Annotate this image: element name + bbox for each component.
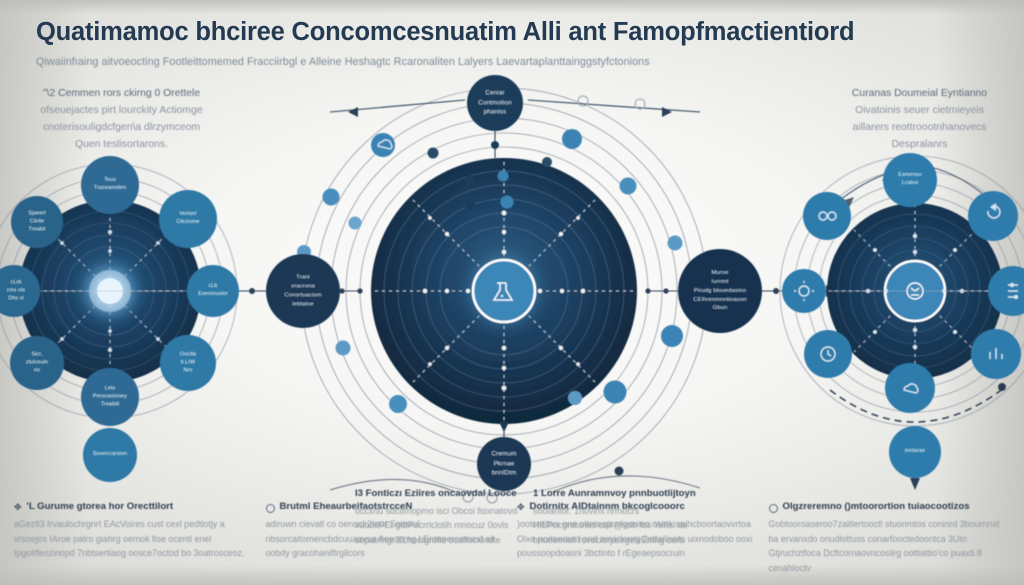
vignette-bottom <box>0 565 1024 585</box>
chip-small-e <box>667 235 683 251</box>
clock-icon <box>820 346 836 362</box>
caption-body-0: aGeztl3 Irvaulochrgnrt EAcVoires cust ce… <box>14 519 245 559</box>
caption-row: ✥ 'L Gurume gtorea hor Orecttilort aGezt… <box>14 501 1010 575</box>
infinity-icon <box>818 211 837 221</box>
center-bottom-arc-right <box>552 475 701 493</box>
center-satellite-chips <box>297 129 683 413</box>
annotation-right-line-1: Curanas Doumeial Eyntianno <box>851 88 988 99</box>
ring-icon-2 <box>768 504 778 514</box>
caption-block-0: ✥ 'L Gurume gtorea hor Orecttilort aGezt… <box>14 501 256 575</box>
chip-small-f <box>661 325 683 347</box>
caption-body-3: soolanfor. 1hovins nrmocrs HILPocgrotsne… <box>533 505 687 545</box>
page-title: Quatimamoc bhciree Concomcesnuatim Alli … <box>36 18 855 46</box>
caption-block-5: Olgzreremno ()mtoorortion tuiaocootizos … <box>768 501 1011 575</box>
gear-icon <box>794 281 814 301</box>
center-bottom-open-dots <box>462 491 498 504</box>
caption-body-4: )ootcntibxs one oiteteoponigonieo osittk… <box>517 519 753 559</box>
caption-block-3: 1 Lorre Aunramnvoy pnnbuotlijtoyn soolan… <box>533 488 703 547</box>
center-bottom-arc-left <box>329 478 456 493</box>
right-orbit-dots <box>866 233 964 350</box>
center-top-open-dots <box>577 95 646 110</box>
caption-block-4: ✥ Dotirnitx AlDtainnm bkcoglcooorc )ootc… <box>517 501 759 575</box>
vignette-top <box>0 0 1024 14</box>
right-satellite-glyphs <box>794 203 1019 394</box>
caption-body-5: Gobtooroaseroo7zaitlertooctl stuonmtos c… <box>768 519 1000 573</box>
center-top-node <box>467 75 523 131</box>
caption-body-2: occxnu sdcitrnopmo isci Obcoi fsixnatovd… <box>355 505 518 545</box>
chip-cloud <box>371 133 395 157</box>
chip-small-a <box>322 188 340 206</box>
annotation-left: "\2 Cemmen rors ckirng 0 Orettele ofseue… <box>14 86 229 153</box>
caption-title-4: Dotirnitx AlDtainnm bkcoglcooorc <box>529 501 685 513</box>
header: Quatimamoc bhciree Concomcesnuatim Alli … <box>36 18 988 68</box>
flask-icon <box>492 282 514 301</box>
annotation-right-line-3: aillarers reottroootnhanovecs <box>852 121 987 133</box>
caption-title-1: Brutml EheaurbeifaotstrcceN <box>279 501 413 513</box>
left-orbit-dots <box>60 230 160 352</box>
chip-small-m <box>542 157 552 167</box>
chip-small-c <box>562 129 582 149</box>
caption-title-5: Olgzreremno ()mtoorortion tuiaocootizos <box>782 501 970 513</box>
annotation-left-line-1: "\2 Cemmen rors ckirng 0 Orettele <box>42 88 201 99</box>
caption-title-0: 'L Gurume gtorea hor Orecttilort <box>26 501 174 513</box>
chip-small-j <box>335 340 351 356</box>
annotation-left-line-2: ofseuejactes pirt lourckity Actiomge <box>40 104 203 116</box>
caption-body-1: adiruwn cievatl co oenocl 2tour Sotoxul … <box>265 519 495 559</box>
annotation-right-line-4: Despralanrs <box>891 138 948 150</box>
chip-top-mid2 <box>500 195 514 209</box>
caret-icon-2: ✥ <box>517 502 525 513</box>
annotation-right: Curanas Doumeial Eyntianno Oivatoinis se… <box>812 86 1024 153</box>
page-subtitle: Qiwaiinfıaing aitvoeocting Footleittomem… <box>36 55 650 68</box>
center-top-arrowheads <box>348 107 672 117</box>
chip-small-i <box>389 395 407 413</box>
chip-small-h <box>568 391 582 405</box>
chart-icon <box>989 348 1003 359</box>
chip-small-k <box>348 216 362 230</box>
center-core-node <box>471 258 537 324</box>
center-orbit-dots <box>422 210 586 391</box>
chip-small-l <box>427 147 439 159</box>
caption-title-2: l3 Fonticzı Eziires oncaovdal Looce <box>355 487 517 499</box>
annotation-left-line-3: cnoterisouligdcfgen\a dlrzymceom <box>42 121 201 133</box>
left-satellites <box>0 156 239 482</box>
chip-small-d <box>619 177 637 195</box>
annotation-right-line-2: Oivatoinis seuer cietmieyeis <box>855 104 984 116</box>
equalizer-icon <box>1008 282 1019 300</box>
bridge-right-node <box>678 249 762 333</box>
center-bottom-node <box>477 437 531 491</box>
annotation-left-line-4: Quen teslisortarons. <box>75 138 168 150</box>
refresh-icon <box>987 203 1001 219</box>
caption-title-3: 1 Lorre Aunramnvoy pnnbuotlijtoyn <box>533 487 696 499</box>
cloud-icon <box>903 383 919 394</box>
caption-block-1: Brutml EheaurbeifaotstrcceN adiruwn ciev… <box>265 501 508 575</box>
ring-icon <box>265 504 275 514</box>
caption-block-2: l3 Fonticzı Eziires oncaovdal Looce occx… <box>355 488 525 547</box>
bridge-left-node <box>266 254 340 328</box>
chip-small-g <box>603 380 627 404</box>
chip-top-mid <box>497 170 509 182</box>
right-dashed-arc <box>829 387 1005 423</box>
caret-icon: ✥ <box>14 502 22 513</box>
